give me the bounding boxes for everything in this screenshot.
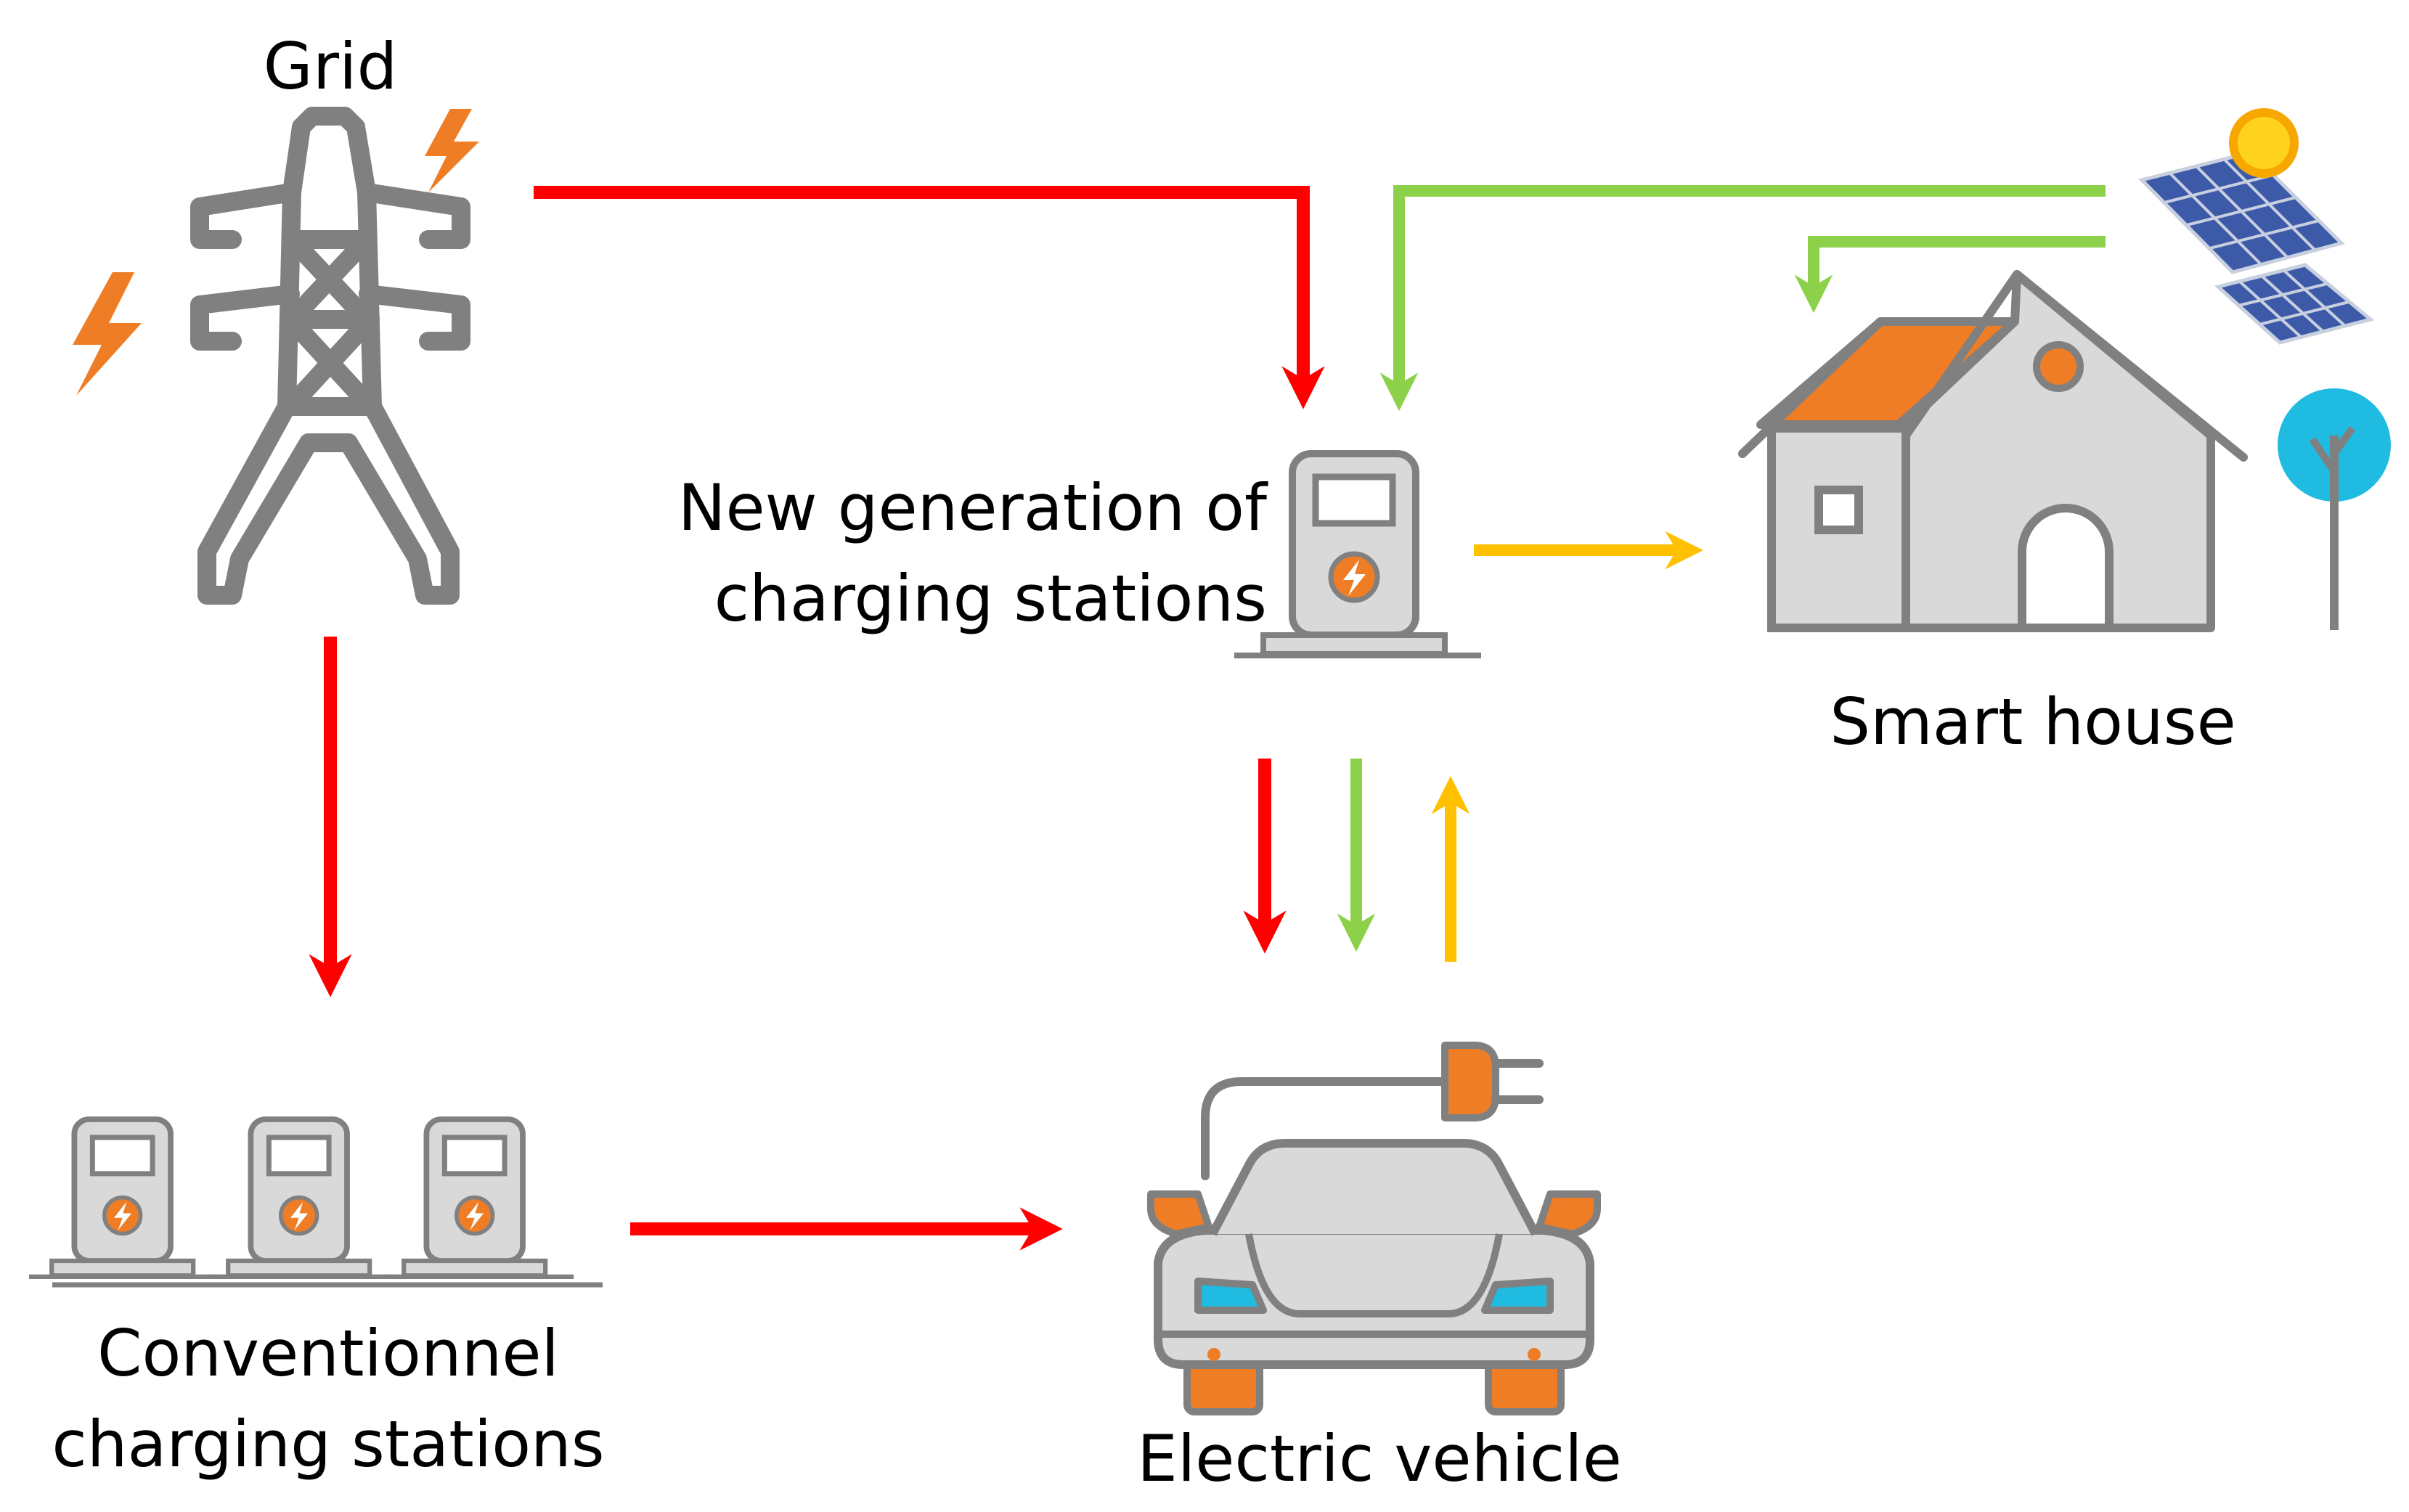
new-station-label-line2: charging stations (714, 561, 1267, 636)
conventional-station-2-icon (205, 1119, 398, 1277)
conventional-station-1-icon (29, 1119, 221, 1277)
tree-icon (2278, 388, 2391, 630)
conventional-label-line1: Conventionnel (97, 1316, 559, 1391)
new-station-label-line1: New generation of (678, 470, 1268, 545)
smart-house-label: Smart house (1830, 685, 2236, 759)
power-tower-icon (190, 107, 470, 605)
car-icon (1147, 1077, 1601, 1415)
grid-label: Grid (264, 29, 398, 104)
solar-panel-icon (2138, 150, 2375, 345)
lightning-bolt-icon (73, 109, 479, 396)
new-station-charging-station-icon (1234, 454, 1481, 655)
house-icon (1738, 270, 2248, 632)
conventional-station-3-icon (381, 1119, 574, 1277)
ev-label: Electric vehicle (1137, 1421, 1621, 1496)
arrow-solar-to-house (1794, 236, 2106, 314)
conventional-label-line2: charging stations (52, 1407, 604, 1482)
sun-icon (2229, 108, 2299, 178)
arrow-grid-to-new-station (534, 186, 1325, 409)
plug-icon (1441, 1042, 1544, 1121)
arrow-solar-to-new-station (1379, 185, 2106, 412)
